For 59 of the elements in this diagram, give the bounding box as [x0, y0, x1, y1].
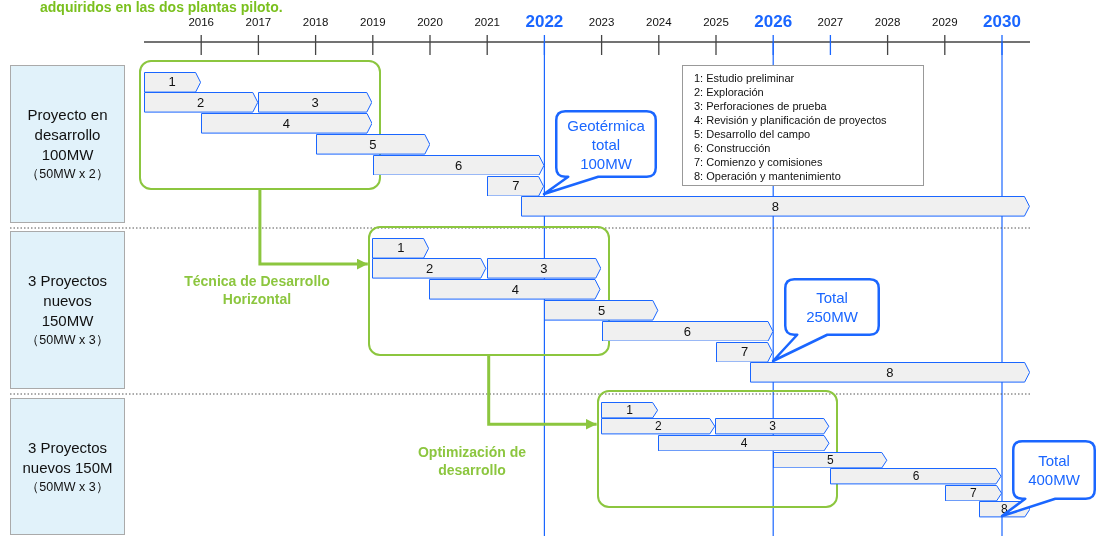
key-entry: 5: Desarrollo del campo [694, 127, 812, 141]
phase-bar: 4 [658, 434, 830, 451]
phase-group-box [139, 60, 381, 191]
phase-bar: 1 [143, 71, 201, 93]
phase-bar: 1 [601, 401, 659, 418]
callout-bubble: Total 250MW [771, 278, 880, 363]
title: adquiridos en las dos plantas piloto. [40, 0, 283, 15]
year-label: 2019 [359, 15, 387, 29]
row-title: 3 Proyectos nuevos 150MW [26, 271, 109, 331]
key-entry: 1: Estudio preliminar [694, 71, 796, 85]
row-title: 3 Proyectos nuevos 150M [21, 437, 114, 478]
row-label-box [10, 65, 125, 223]
year-label: 2022 [524, 12, 565, 32]
row-label-box [10, 398, 125, 535]
key-entry: 6: Construcción [694, 141, 772, 155]
phase-bar: 5 [315, 134, 430, 155]
phase-group-box [367, 226, 610, 357]
year-label: 2017 [244, 15, 273, 29]
row-label-box [10, 231, 125, 389]
phase-group-box [596, 390, 839, 508]
key-entry: 2: Exploración [694, 85, 765, 99]
year-label: 2029 [931, 15, 959, 29]
phase-bar: 5 [544, 300, 659, 321]
phase-bar: 2 [601, 418, 716, 435]
year-label: 2020 [416, 15, 444, 29]
phase-bar: 7 [487, 175, 545, 197]
year-label: 2027 [816, 15, 845, 29]
year-label: 2028 [873, 15, 902, 29]
year-label: 2021 [473, 15, 501, 29]
key-entry: 4: Revisión y planificación de proyectos [694, 113, 888, 127]
callout-bubble: Geotérmica total 100MW [542, 110, 657, 196]
phase-bar: 7 [944, 484, 1002, 501]
year-label: 2024 [645, 15, 673, 29]
key-entry: 8: Operación y mantenimiento [694, 169, 842, 183]
phase-bar: 2 [372, 258, 487, 279]
capacity-note: （50MW x 2） [26, 166, 109, 183]
phase-bar: 3 [715, 418, 830, 435]
year-label: 2025 [702, 15, 730, 29]
phase-bar: 7 [716, 341, 774, 363]
year-label: 2016 [187, 15, 215, 29]
key-box [682, 65, 924, 186]
arrow [487, 356, 597, 430]
capacity-note: （50MW x 3） [26, 478, 109, 496]
capacity-note: （50MW x 3） [26, 332, 109, 349]
phase-bar: 3 [257, 92, 373, 113]
year-label: 2023 [587, 15, 616, 29]
year-label: 2026 [753, 12, 794, 32]
key-entry: 7: Comienzo y comisiones [694, 155, 824, 169]
phase-bar: 2 [143, 92, 258, 113]
phase-bar: 4 [429, 278, 602, 300]
year-label: 2030 [982, 12, 1022, 32]
phase-bar: 1 [372, 237, 430, 259]
phase-bar: 3 [486, 258, 602, 279]
year-label: 2018 [301, 15, 330, 29]
phase-bar: 5 [773, 451, 888, 468]
key-entry: 3: Perforaciones de prueba [694, 99, 828, 113]
phase-bar: 4 [200, 112, 373, 134]
arrow [258, 190, 368, 270]
row-title: Proyecto en desarrollo 100MW [26, 105, 109, 165]
